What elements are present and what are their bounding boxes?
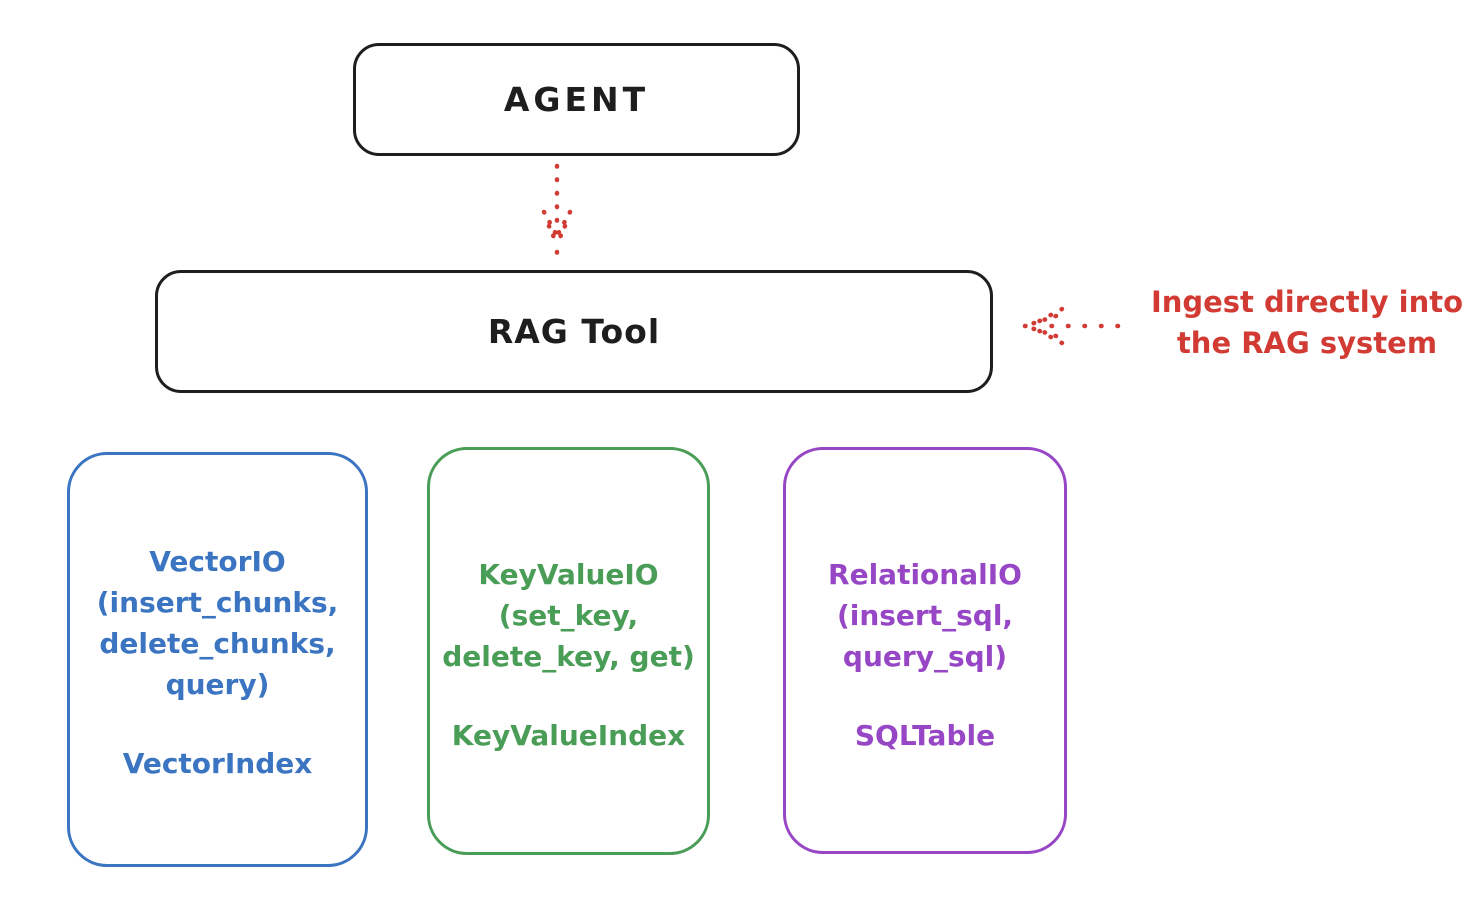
key-value-io-methods-line2: delete_key, get) xyxy=(442,640,695,673)
vector-index-label: VectorIndex xyxy=(122,747,313,780)
ingest-annotation-line1: Ingest directly into xyxy=(1150,285,1464,319)
ingest-annotation: Ingest directly into the RAG system xyxy=(1135,282,1479,364)
vector-io-methods-line3: query) xyxy=(165,668,270,701)
relational-io-methods-line1: (insert_sql, xyxy=(836,599,1014,632)
agent-node-label: AGENT xyxy=(503,80,650,119)
agent-node: AGENT xyxy=(353,43,800,156)
vector-io-methods-line1: (insert_chunks, xyxy=(96,586,339,619)
agent-to-rag-tool-arrow-icon xyxy=(541,163,573,255)
ingest-annotation-line2: the RAG system xyxy=(1176,326,1438,360)
key-value-io-methods-line1: (set_key, xyxy=(498,599,639,632)
key-value-index-label: KeyValueIndex xyxy=(451,719,686,752)
rag-tool-node-label: RAG Tool xyxy=(487,312,661,351)
relational-io-card: RelationalIO (insert_sql, query_sql) SQL… xyxy=(783,447,1067,854)
relational-io-title: RelationalIO xyxy=(828,558,1022,591)
key-value-io-title: KeyValueIO xyxy=(478,558,659,591)
vector-io-methods-line2: delete_chunks, xyxy=(99,627,336,660)
rag-tool-node: RAG Tool xyxy=(155,270,993,393)
key-value-io-card: KeyValueIO (set_key, delete_key, get) Ke… xyxy=(427,447,710,855)
vector-io-title: VectorIO xyxy=(149,545,286,578)
annotation-to-rag-tool-arrow-icon xyxy=(1022,306,1121,346)
vector-io-card: VectorIO (insert_chunks, delete_chunks, … xyxy=(67,452,368,867)
sql-table-label: SQLTable xyxy=(854,719,996,752)
relational-io-methods-line2: query_sql) xyxy=(842,640,1008,673)
